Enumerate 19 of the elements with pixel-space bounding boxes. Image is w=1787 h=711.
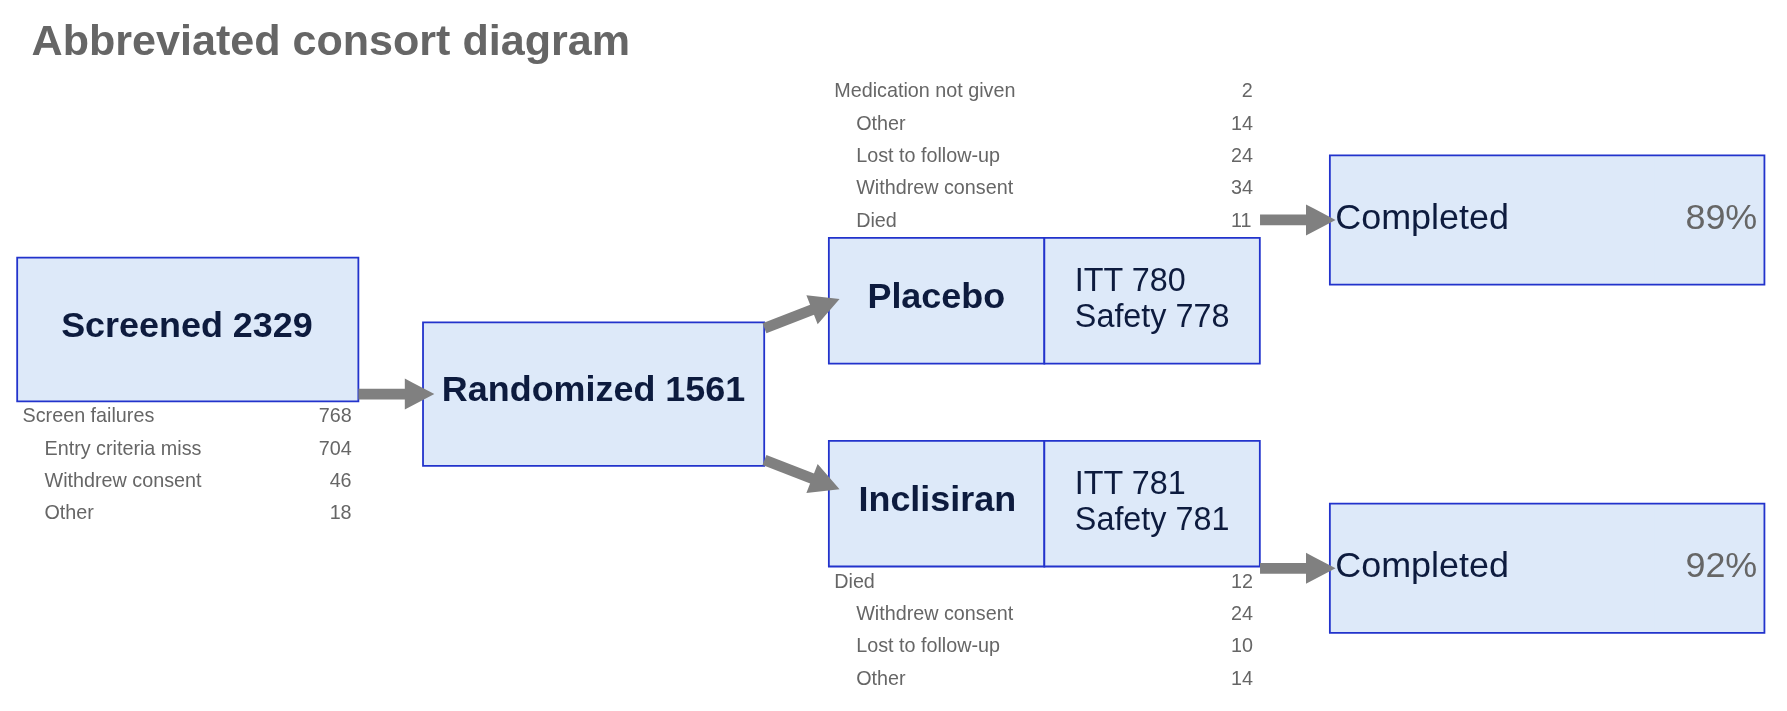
arrow xyxy=(1260,204,1336,236)
arrow xyxy=(762,295,840,334)
node-label: Withdrew consent 24 xyxy=(856,602,1254,625)
node-label: Lost to follow-up 24 xyxy=(856,144,1254,167)
node-label: Other 14 xyxy=(856,666,1254,689)
arrow xyxy=(358,378,435,410)
node-label: Died 12 xyxy=(834,569,1254,592)
node-label: Other 18 xyxy=(44,501,352,524)
node-label: Withdrew consent 46 xyxy=(44,469,352,492)
node-label: Withdrew consent 34 xyxy=(856,176,1254,199)
node-label: Other 14 xyxy=(856,111,1254,134)
node-label: Lost to follow-up 10 xyxy=(856,634,1254,657)
node-label: Died 11 xyxy=(856,208,1252,231)
node-label: Medication not given 2 xyxy=(834,79,1253,102)
node-label: Entry criteria miss 704 xyxy=(44,436,352,459)
arrow xyxy=(762,454,840,493)
node-label: Screen failures 768 xyxy=(22,404,352,427)
diagram-title: Abbreviated consort diagram xyxy=(31,16,630,65)
arrow xyxy=(1260,552,1336,584)
